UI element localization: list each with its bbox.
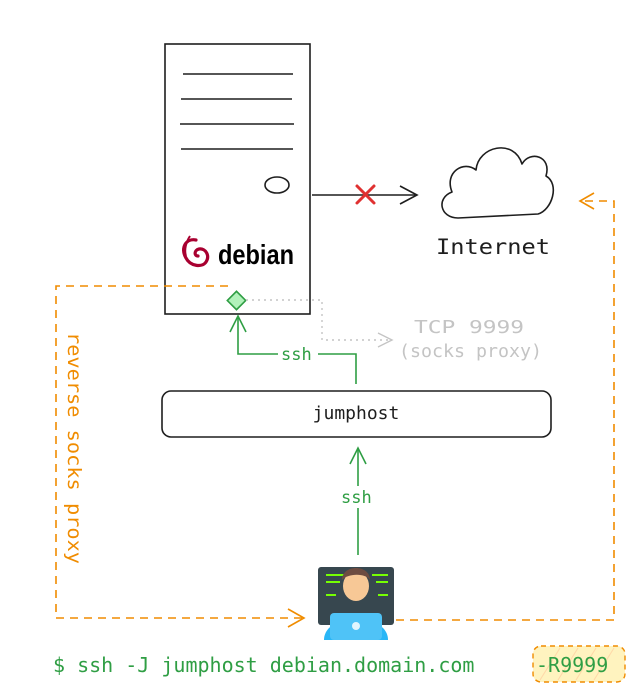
jumphost-box: [161, 390, 552, 438]
blocked-internet-arrow: [312, 184, 419, 205]
technologist-icon: [318, 567, 394, 640]
ssh-label-bg: [278, 344, 318, 364]
command-option: -R9999: [536, 653, 608, 677]
blocked-x-icon: [355, 184, 376, 205]
port-diamond-icon: [226, 290, 247, 311]
ssh-label-lower: ssh: [341, 488, 372, 508]
power-button: [264, 176, 290, 194]
internet-label: Internet: [436, 235, 550, 259]
port-note-line1: TCP 9999: [414, 317, 524, 338]
server-box: [164, 43, 311, 315]
command-prefix: $ ssh -J jumphost debian.domain.com: [53, 653, 486, 677]
debian-swirl-icon: [182, 235, 210, 268]
port-note-line2: (socks proxy): [399, 341, 542, 362]
reverse-proxy-label: reverse socks proxy: [63, 332, 85, 564]
cloud-icon: [441, 147, 555, 219]
ssh-label-bg: [338, 486, 378, 508]
option-highlight-hatch: [539, 647, 615, 681]
ssh-label-upper: ssh: [281, 345, 312, 365]
ssh-command: $ ssh -J jumphost debian.domain.com -R99…: [53, 653, 608, 677]
socks-port-arrow: [246, 299, 394, 348]
debian-logo-text: debian: [218, 239, 294, 270]
jumphost-label: jumphost: [313, 403, 400, 424]
debian-server: debian: [164, 43, 311, 315]
reverse-proxy-path: [55, 192, 615, 628]
